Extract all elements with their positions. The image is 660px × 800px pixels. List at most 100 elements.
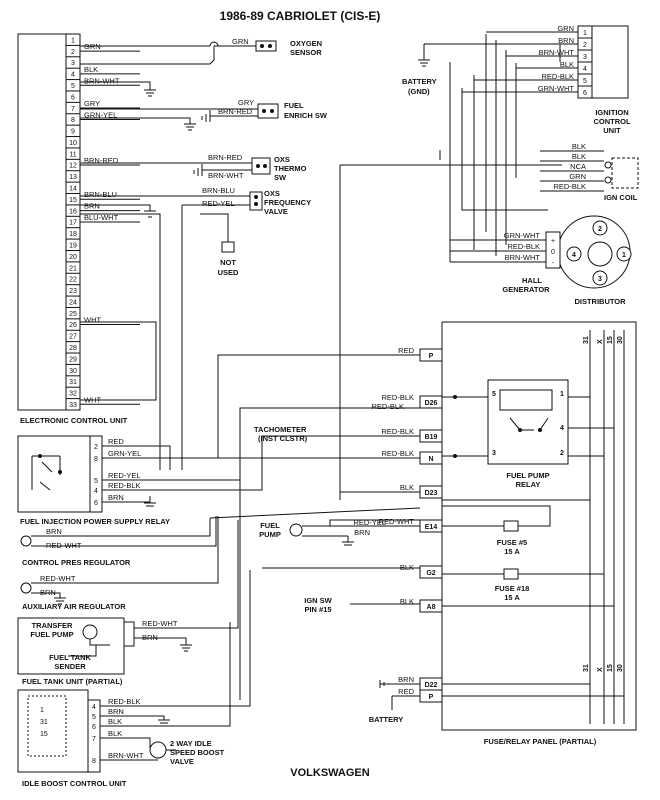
panel-wire-label: RED [398, 346, 414, 355]
battery-gnd-label-2: (GND) [408, 87, 430, 96]
ecu-label: ELECTRONIC CONTROL UNIT [20, 416, 128, 425]
icu-label-3: UNIT [603, 126, 621, 135]
tank-wire-2: BRN [142, 633, 158, 642]
fuel-enrich-circuit: GRY BRN-RED FUEL ENRICH SW [80, 98, 328, 131]
ecu-pin-number: 30 [69, 368, 77, 375]
oxs-thermo-wire-1: BRN-RED [208, 153, 243, 162]
not-used-connector: NOT USED [200, 213, 239, 277]
coil-label: IGN COIL [604, 193, 638, 202]
aux-wire-2: BRN [40, 588, 56, 597]
panel-wire-label: RED-BLK [381, 427, 414, 436]
fuel-pump-motor [289, 523, 303, 537]
distributor: 2 4 1 3 DISTRIBUTOR HALL GENERATOR GRN-W… [450, 215, 632, 306]
not-used-label: NOT [220, 258, 236, 267]
ecu-pin-number: 16 [69, 208, 77, 215]
ecu-pin-number: 1 [71, 37, 75, 44]
fuse18-label: FUSE #18 [495, 584, 530, 593]
oxs-thermo-wire-2: BRN-WHT [208, 171, 244, 180]
oxs-freq-connector [249, 191, 263, 211]
panel-wire-label: RED-BLK [381, 449, 414, 458]
aux-wire-1: RED-WHT [40, 574, 76, 583]
ecu-pin-number: 18 [69, 231, 77, 238]
ecu-wire-label: GRY [84, 99, 100, 108]
ibc-terminal: 31 [40, 719, 48, 726]
ecu-pin-number: 3 [71, 60, 75, 67]
psr-pin-number: 6 [94, 500, 98, 507]
oxs-frequency-circuit: BRN-BLU RED-YEL OXS FREQUENCY VALVE [80, 186, 311, 470]
ecu-pin-number: 9 [71, 129, 75, 136]
oxs-thermo-label: OXS [274, 155, 290, 164]
fpr-pin-number: 3 [492, 450, 496, 457]
panel-wire-label: BLK [400, 597, 414, 606]
ign-sw-label-2: PIN #15 [304, 605, 331, 614]
fuse5-label: FUSE #5 [497, 538, 527, 547]
coil-wire-label: BLK [572, 152, 586, 161]
panel-connector-id: A8 [427, 604, 436, 611]
psr-label: FUEL INJECTION POWER SUPPLY RELAY [20, 517, 170, 526]
tach-label: TACHOMETER [254, 425, 307, 434]
panel-wire-labels: REDRED-BLKRED-BLKRED-BLKBLKRED-WHTBLKBLK… [353, 346, 414, 696]
fuel-enrich-wire-1: GRY [238, 98, 254, 107]
ibc-valve-label-2: SPEED BOOST [170, 748, 225, 757]
ecu-pin-number: 5 [71, 83, 75, 90]
hall-terminal: + [551, 238, 555, 245]
ibc-wire-label: BLK [108, 729, 122, 738]
oxs-freq-label-3: VALVE [264, 207, 288, 216]
panel-connector-id: N [428, 456, 433, 463]
panel-bus-label-top: 15 [607, 336, 614, 344]
panel-wire-label: RED [398, 687, 414, 696]
panel-wire-label: BRN [354, 528, 370, 537]
fuse5-label-2: 15 A [504, 547, 520, 556]
ecu-wire-label: BLU-WHT [84, 213, 119, 222]
cpr-label: CONTROL PRES REGULATOR [22, 558, 131, 567]
tank-pump-label: TRANSFER [32, 621, 73, 630]
ecu-pin-number: 29 [69, 356, 77, 363]
icu-wire-label: RED-BLK [541, 72, 574, 81]
tach-label-2: (INST CLSTR) [258, 434, 308, 443]
icu-wire-label: GRN-WHT [538, 84, 575, 93]
ibc-label: IDLE BOOST CONTROL UNIT [22, 779, 127, 788]
ecu-wire-label: WHT [84, 316, 101, 325]
hall-wire-label: BRN-WHT [505, 253, 541, 262]
hall-wire-label: RED-BLK [507, 242, 540, 251]
psr-wire-label: GRN-YEL [108, 449, 141, 458]
ecu-pin-number: 31 [69, 379, 77, 386]
fuel-tank-unit: TRANSFER FUEL PUMP FUEL TANK SENDER RED-… [17, 520, 239, 686]
ecu-pin-number: 19 [69, 242, 77, 249]
panel-connector-id: E14 [425, 524, 438, 531]
ibc-valve-label-3: VALVE [170, 757, 194, 766]
panel-wire-label: RED-BLK [371, 402, 404, 411]
ecu-pin-number: 23 [69, 288, 77, 295]
panel-label: FUSE/RELAY PANEL (PARTIAL) [484, 737, 597, 746]
ecu-pin-number: 32 [69, 391, 77, 398]
coil-wire-label: GRN [569, 172, 586, 181]
ibc-wire-label: BRN [108, 707, 124, 716]
icu-wire-label: GRN [557, 24, 574, 33]
panel-bus-label-top: X [597, 339, 604, 344]
ecu-pin-number: 8 [71, 117, 75, 124]
ecu-wire-label: BLK [84, 65, 98, 74]
coil-wire-label: BLK [572, 142, 586, 151]
icu-pin-number: 6 [583, 90, 587, 97]
ecu-pin-number: 10 [69, 140, 77, 147]
panel-battery-label: BATTERY [369, 715, 404, 724]
tank-wire-1: RED-WHT [142, 619, 178, 628]
panel-connector [419, 348, 443, 362]
ecu-pin-number: 26 [69, 322, 77, 329]
fuel-pump-label: FUEL [260, 521, 280, 530]
coil-wire-label: NCA [570, 162, 586, 171]
hall-label: HALL [522, 276, 542, 285]
fuse-5 [503, 520, 519, 532]
panel-bus-label-bottom: 31 [583, 664, 590, 672]
panel-bus-label-bottom: 15 [607, 664, 614, 672]
icu-pin-number: 4 [583, 66, 587, 73]
ecu-pin-number: 24 [69, 299, 77, 306]
ecu-pin-number: 33 [69, 402, 77, 409]
oxs-thermo-connector [251, 157, 271, 175]
panel-connector [419, 565, 443, 579]
oxs-freq-label: OXS [264, 189, 280, 198]
icu-pin-number: 5 [583, 78, 587, 85]
icu-label: IGNITION [595, 108, 628, 117]
